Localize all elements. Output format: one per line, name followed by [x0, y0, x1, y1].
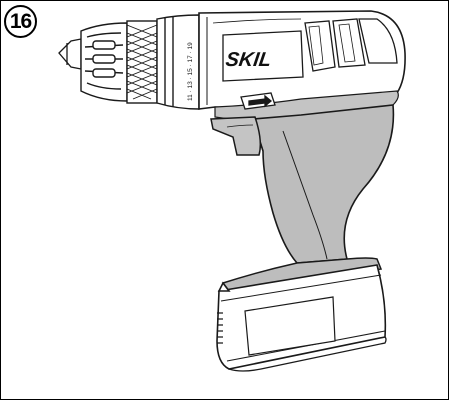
motor-housing: [198, 10, 406, 121]
figure-number: 16: [4, 5, 37, 38]
torque-scale: 11 · 13 · 15 · 17 · 19: [187, 42, 194, 101]
bit-tip: [58, 38, 82, 70]
direction-switch: [240, 92, 276, 110]
trigger: [210, 116, 262, 156]
torque-collar: [156, 14, 200, 110]
brand-logo: SKIL: [224, 49, 273, 71]
chuck-sleeve: [80, 22, 128, 102]
battery-pack: [216, 264, 387, 372]
handle-grip: [251, 104, 395, 264]
chuck-knurled-ring: [126, 20, 158, 104]
